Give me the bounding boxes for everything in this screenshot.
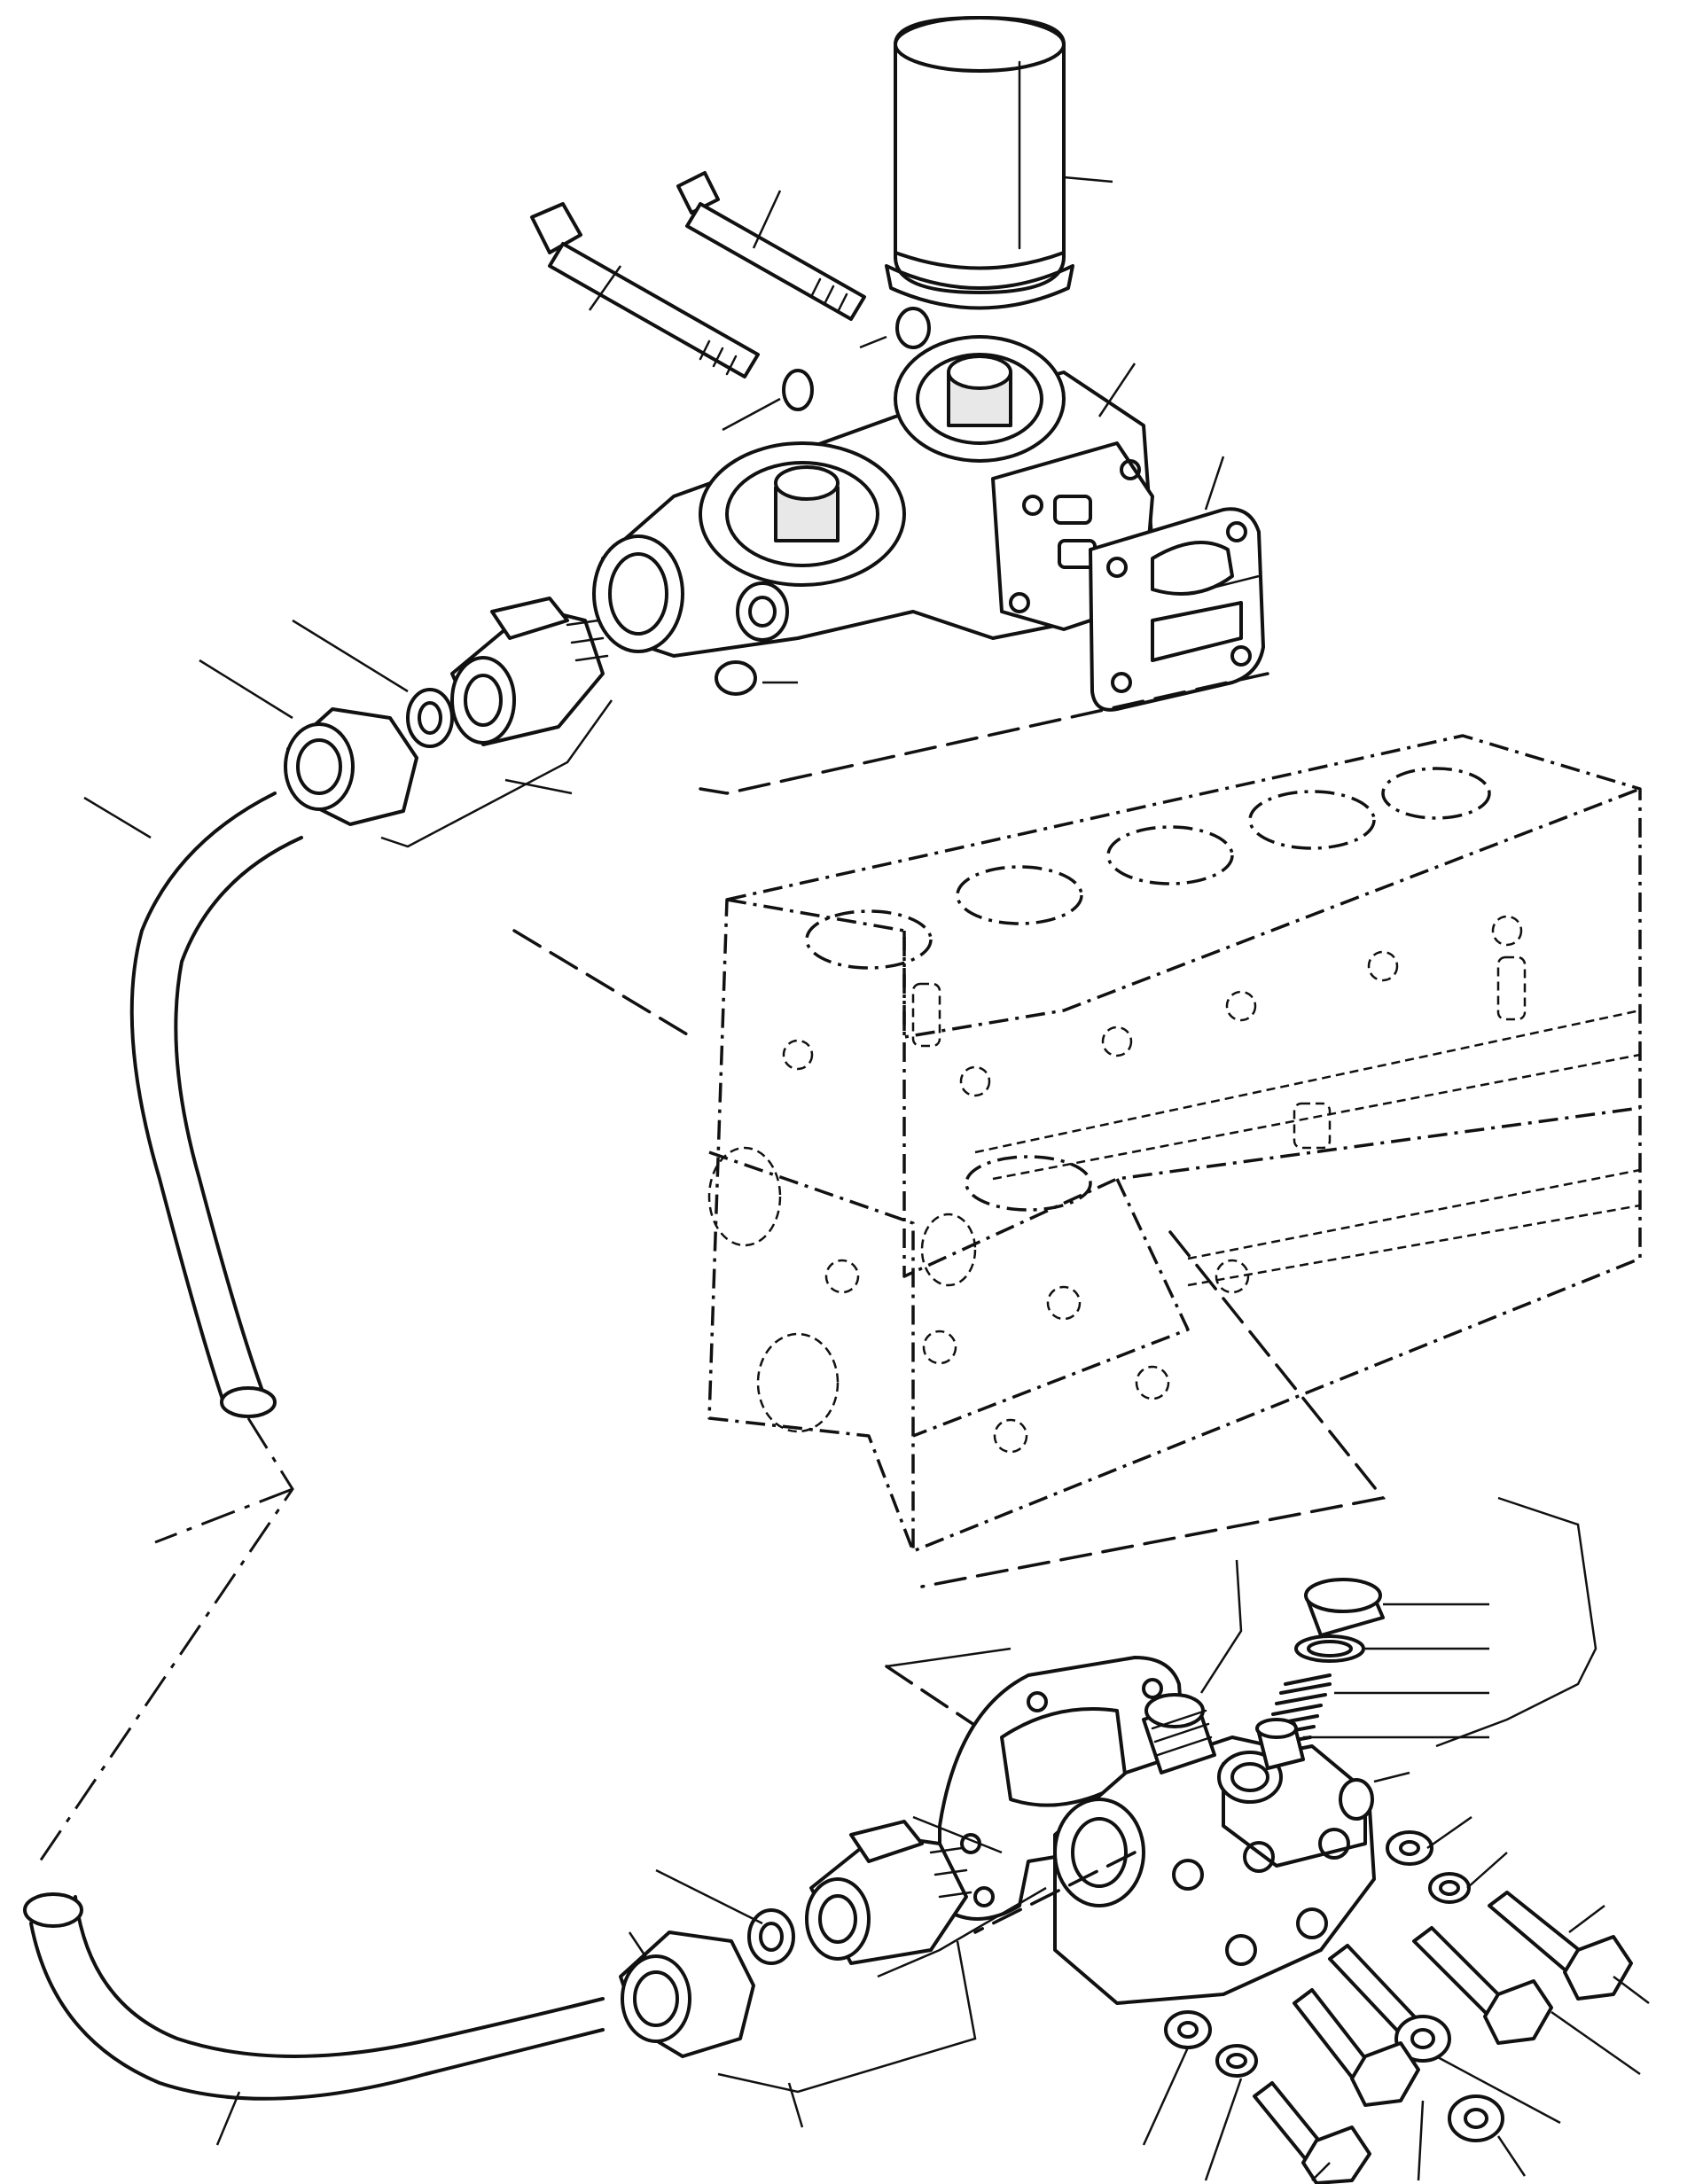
long-bolt-upper xyxy=(676,171,866,321)
hex-bolt xyxy=(1412,1926,1553,2045)
cylinder-bore xyxy=(805,909,933,970)
relief-valve-plug xyxy=(1304,1578,1385,1637)
oil-pipe xyxy=(23,792,605,2101)
upper-oil-filter-assembly xyxy=(83,16,1265,848)
upper-adapter xyxy=(450,597,609,746)
housing-gasket xyxy=(1089,507,1265,712)
relief-valve-piston xyxy=(1255,1718,1305,1770)
lower-spring-washer-2 xyxy=(1215,2044,1258,2078)
cylinder-bore xyxy=(956,865,1083,925)
cylinder-bore xyxy=(1248,790,1376,850)
filter-housing xyxy=(592,335,1154,696)
upper-olive-ring xyxy=(406,688,454,748)
socket-cap-screw xyxy=(1448,2094,1504,2142)
hex-bolt xyxy=(1293,1988,1420,2107)
lower-flat-washer-1 xyxy=(1386,1830,1433,1866)
cylinder-bore xyxy=(1106,825,1234,885)
engine-block xyxy=(707,734,1642,1553)
hex-bolt xyxy=(1488,1891,1633,2001)
lower-valve-assembly xyxy=(215,1496,1650,2184)
relief-valve-washer xyxy=(1294,1634,1365,1663)
lower-callout-leaders xyxy=(215,1496,1650,2181)
sealing-washer-2 xyxy=(782,369,814,411)
valve-body xyxy=(1053,1693,1376,2005)
cylinder-bore xyxy=(1381,767,1491,820)
long-bolt-lower xyxy=(530,202,760,378)
lower-olive-ring xyxy=(747,1908,795,1965)
upper-callout-leaders xyxy=(83,176,1260,848)
filter-cartridge xyxy=(885,16,1074,310)
assembly-reference-lines xyxy=(512,672,1386,1739)
lower-flat-washer-2 xyxy=(1164,2010,1212,2049)
relief-valve-spring xyxy=(1261,1673,1332,1748)
sealing-washer-1 xyxy=(895,307,931,349)
lower-adapter xyxy=(805,1820,972,1965)
lower-union-nut xyxy=(619,1930,755,2058)
socket-cap-screw xyxy=(1328,1944,1451,2063)
upper-union-nut xyxy=(284,707,418,826)
cylinder-bore xyxy=(965,1155,1092,1212)
hex-bolt xyxy=(1253,2081,1371,2184)
lower-spring-washer-1 xyxy=(1428,1872,1471,1904)
